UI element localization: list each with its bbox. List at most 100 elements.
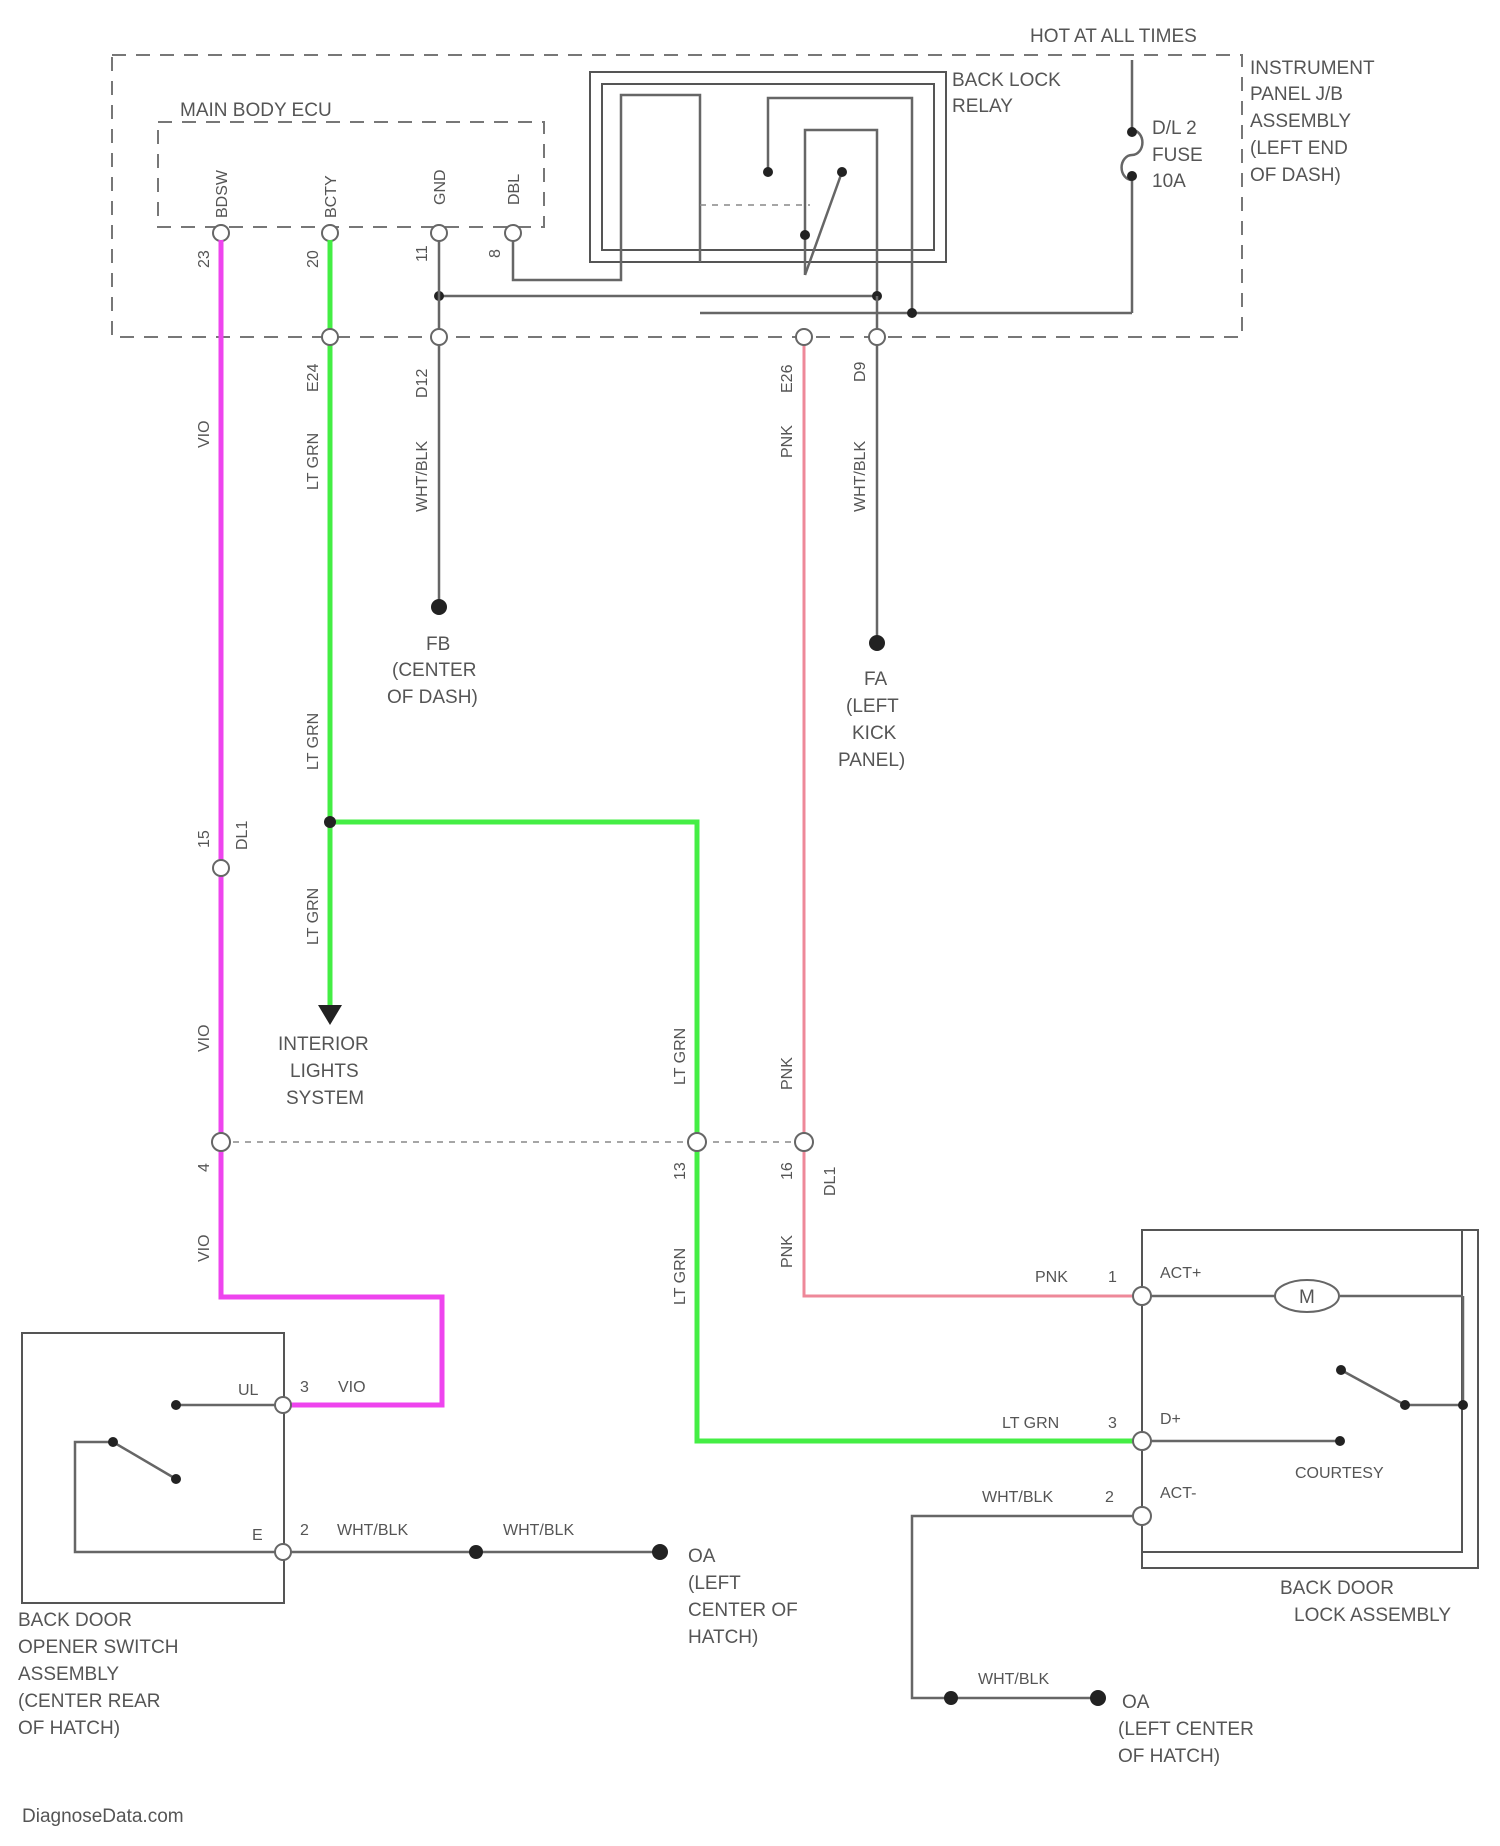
relay-circuit (621, 95, 912, 313)
svg-text:(CENTER: (CENTER (392, 660, 476, 681)
ground-fb-node (431, 599, 447, 615)
opener-pin-2: 2 (300, 1522, 309, 1539)
svg-text:KICK: KICK (852, 723, 897, 744)
opener-assembly-label: BACK DOOR OPENER SWITCH ASSEMBLY (CENTER… (18, 1610, 178, 1739)
dl1-pin-4: 4 (196, 1163, 213, 1172)
svg-text:OPENER SWITCH: OPENER SWITCH (18, 1637, 178, 1658)
ecu-pin-gnd: GND (432, 169, 449, 205)
svg-text:PANEL J/B: PANEL J/B (1250, 84, 1343, 105)
splice-node (324, 816, 336, 828)
dl1-label-upper: DL1 (234, 821, 251, 850)
lock-courtesy: COURTESY (1295, 1465, 1384, 1482)
lock-d-plus: D+ (1160, 1411, 1181, 1428)
splice-opener-ground (469, 1545, 483, 1559)
fuse-label: D/L 2 FUSE 10A (1152, 118, 1203, 192)
svg-text:INSTRUMENT: INSTRUMENT (1250, 58, 1375, 79)
conn-d9-label: D9 (852, 361, 869, 382)
ij-box-label: INSTRUMENT PANEL J/B ASSEMBLY (LEFT END … (1250, 58, 1375, 186)
wire-label-ltgrn-3: LT GRN (305, 888, 322, 945)
wire-label-whtblk-1: WHT/BLK (414, 441, 431, 512)
dl1-connector-lower (212, 1133, 813, 1151)
svg-text:OF DASH): OF DASH) (387, 687, 478, 708)
svg-text:(LEFT CENTER: (LEFT CENTER (1118, 1719, 1254, 1740)
svg-text:FUSE: FUSE (1152, 145, 1203, 166)
svg-text:(LEFT END: (LEFT END (1250, 138, 1348, 159)
svg-text:RELAY: RELAY (952, 96, 1013, 117)
lock-wire-ltgrn: LT GRN (1002, 1415, 1059, 1432)
ecu-pin-23: 23 (196, 250, 213, 268)
svg-text:OA: OA (688, 1546, 716, 1567)
opener-switch-assembly (22, 1333, 291, 1603)
wire-lt-green-branch (330, 822, 1145, 1441)
opener-pin-3: 3 (300, 1379, 309, 1396)
svg-text:INTERIOR: INTERIOR (278, 1034, 369, 1055)
opener-pin-e: E (252, 1527, 263, 1544)
svg-text:ASSEMBLY: ASSEMBLY (1250, 111, 1351, 132)
svg-text:(LEFT: (LEFT (688, 1573, 741, 1594)
svg-text:ASSEMBLY: ASSEMBLY (18, 1664, 119, 1685)
wire-label-pnk-3: PNK (779, 1235, 796, 1268)
svg-text:OA: OA (1122, 1692, 1150, 1713)
ecu-pin-bcty: BCTY (323, 175, 340, 218)
svg-text:D/L 2: D/L 2 (1152, 118, 1197, 139)
splice-lock-ground (944, 1691, 958, 1705)
ground-oa-left-label: OA (LEFT CENTER OF HATCH) (688, 1546, 798, 1648)
ground-oa-right-label: OA (LEFT CENTER OF HATCH) (1118, 1692, 1254, 1767)
ground-fa-label: FA (LEFT KICK PANEL) (838, 669, 905, 771)
relay-label: BACK LOCK RELAY (952, 70, 1061, 117)
svg-text:(LEFT: (LEFT (846, 696, 899, 717)
wire-label-ltgrn-1: LT GRN (305, 433, 322, 490)
ecu-pin-bdsw: BDSW (214, 169, 231, 218)
lock-assembly-label: BACK DOOR LOCK ASSEMBLY (1280, 1578, 1451, 1626)
wire-label-vio-1: VIO (196, 420, 213, 448)
svg-text:FB: FB (426, 634, 450, 655)
svg-text:(CENTER REAR: (CENTER REAR (18, 1691, 161, 1712)
lock-act-plus: ACT+ (1160, 1265, 1201, 1282)
ecu-pin-20: 20 (305, 250, 322, 268)
lock-wire-whtblk: WHT/BLK (982, 1489, 1053, 1506)
dl1-pin-16: 16 (779, 1162, 796, 1180)
wire-label-pnk-1: PNK (779, 425, 796, 458)
svg-text:PANEL): PANEL) (838, 750, 905, 771)
conn-d12-label: D12 (414, 369, 431, 398)
svg-text:FA: FA (864, 669, 888, 690)
hot-at-all-times-label: HOT AT ALL TIMES (1030, 26, 1197, 47)
ground-oa-left-node (652, 1544, 668, 1560)
opener-pin-ul: UL (238, 1382, 259, 1399)
ecu-pin-8: 8 (487, 249, 504, 258)
svg-text:OF DASH): OF DASH) (1250, 165, 1341, 186)
wire-label-pnk-2: PNK (779, 1057, 796, 1090)
opener-wire-whtblk-2: WHT/BLK (503, 1522, 574, 1539)
ground-fa-node (869, 635, 885, 651)
svg-text:LIGHTS: LIGHTS (290, 1061, 359, 1082)
opener-wire-vio: VIO (338, 1379, 366, 1396)
ecu-pin-stubs (213, 225, 521, 338)
svg-text:BACK DOOR: BACK DOOR (1280, 1578, 1394, 1599)
dl1-label-lower: DL1 (822, 1167, 839, 1196)
lock-ground-wire-whtblk: WHT/BLK (978, 1671, 1049, 1688)
wire-label-ltgrn-5: LT GRN (672, 1248, 689, 1305)
svg-text:CENTER OF: CENTER OF (688, 1600, 798, 1621)
motor-label: M (1299, 1287, 1315, 1308)
wire-label-ltgrn-4: LT GRN (672, 1028, 689, 1085)
svg-text:OF HATCH): OF HATCH) (1118, 1746, 1220, 1767)
interior-lights-label: INTERIOR LIGHTS SYSTEM (278, 1034, 369, 1109)
opener-wire-whtblk-1: WHT/BLK (337, 1522, 408, 1539)
lock-pin-1: 1 (1108, 1269, 1117, 1286)
ground-oa-right-node (1090, 1690, 1106, 1706)
lock-act-minus: ACT- (1160, 1485, 1196, 1502)
svg-text:SYSTEM: SYSTEM (286, 1088, 364, 1109)
conn-e24-label: E24 (305, 363, 322, 392)
svg-text:OF HATCH): OF HATCH) (18, 1718, 120, 1739)
ecu-label: MAIN BODY ECU (180, 100, 332, 121)
wire-label-ltgrn-2: LT GRN (305, 713, 322, 770)
ground-fb-label: FB (CENTER OF DASH) (387, 634, 478, 708)
svg-text:10A: 10A (1152, 171, 1186, 192)
wire-label-vio-2: VIO (196, 1024, 213, 1052)
interior-lights-arrow (318, 1005, 342, 1025)
svg-text:BACK LOCK: BACK LOCK (952, 70, 1061, 91)
lock-pin-3: 3 (1108, 1415, 1117, 1432)
conn-e26-label: E26 (779, 364, 796, 393)
ecu-pin-dbl: DBL (506, 174, 523, 205)
svg-text:BACK DOOR: BACK DOOR (18, 1610, 132, 1631)
